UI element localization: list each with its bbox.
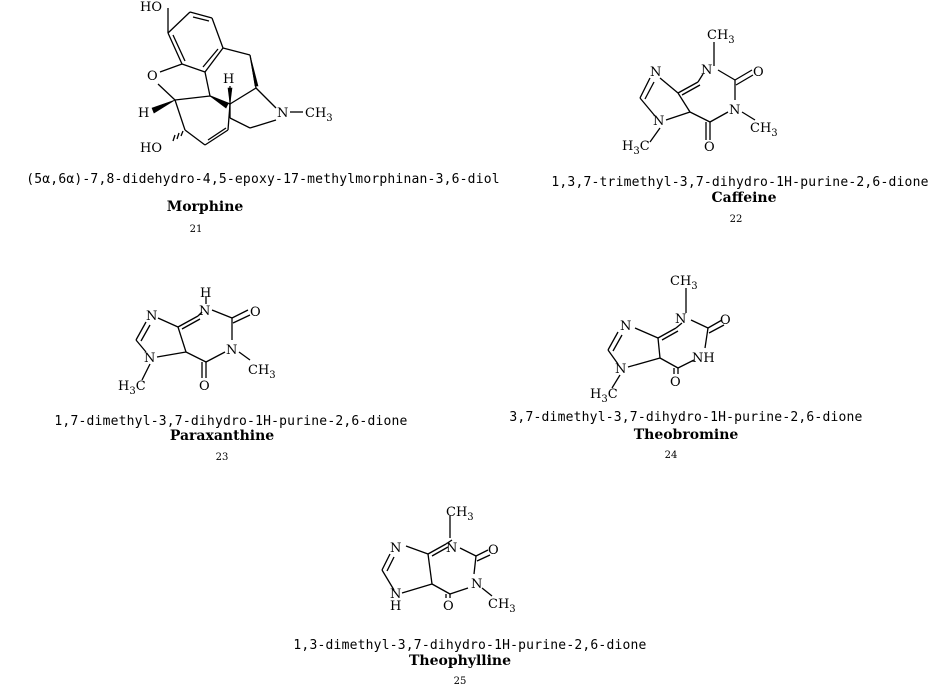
- theobromine-n3-label: N: [675, 312, 686, 327]
- caffeine-n3-methyl-label: CH3: [707, 28, 735, 46]
- morphine-oh-top-label: HO: [140, 0, 162, 15]
- paraxanthine-n7-methyl-label: H3C: [118, 379, 146, 397]
- morphine-iupac-name: (5α,6α)-7,8-didehydro-4,5-epoxy-17-methy…: [26, 172, 500, 187]
- morphine-h-left-label: H: [138, 106, 149, 121]
- theophylline-name: Theophylline: [409, 653, 511, 669]
- caffeine-name: Caffeine: [711, 190, 777, 206]
- morphine-oxygen-label: O: [147, 69, 158, 84]
- morphine-n-methyl-label: CH3: [305, 106, 333, 124]
- paraxanthine-number: 23: [215, 452, 229, 463]
- morphine-name: Morphine: [166, 199, 244, 215]
- theobromine-name: Theobromine: [633, 427, 739, 443]
- caffeine-n1-methyl-label: CH3: [750, 121, 778, 139]
- caffeine-o6-label: O: [704, 140, 715, 155]
- morphine-h-right-label: H: [223, 72, 234, 87]
- caffeine-structure: N CH3 O N CH3 O N N H3C: [622, 28, 778, 157]
- caffeine-n7-methyl-label: H3C: [622, 139, 650, 157]
- theophylline-structure: N CH3 O N CH3 O N N H: [381, 505, 516, 615]
- paraxanthine-o2-label: O: [250, 305, 261, 320]
- theobromine-o2-label: O: [720, 313, 731, 328]
- theophylline-iupac-name: 1,3-dimethyl-3,7-dihydro-1H-purine-2,6-d…: [293, 638, 647, 653]
- paraxanthine-n7-label: N: [144, 351, 155, 366]
- theophylline-n7-h-label: H: [390, 599, 401, 614]
- theophylline-o6-label: O: [443, 599, 454, 614]
- caffeine-n1-label: N: [729, 103, 740, 118]
- paraxanthine-n1-label: N: [226, 343, 237, 358]
- paraxanthine-name: Paraxanthine: [169, 428, 275, 444]
- theophylline-o2-label: O: [488, 543, 499, 558]
- morphine-number: 21: [189, 224, 203, 235]
- theophylline-n9-label: N: [390, 541, 401, 556]
- theobromine-number: 24: [664, 450, 678, 461]
- theophylline-n1-label: N: [471, 577, 482, 592]
- caffeine-n9-label: N: [650, 65, 661, 80]
- morphine-n-label: N: [277, 106, 288, 121]
- caffeine-n3-label: N: [701, 63, 712, 78]
- caffeine-n7-label: N: [653, 114, 664, 129]
- morphine-oh-bottom-label: HO: [140, 141, 162, 156]
- paraxanthine-n3-label: N: [199, 304, 210, 319]
- theobromine-iupac-name: 3,7-dimethyl-3,7-dihydro-1H-purine-2,6-d…: [509, 410, 863, 425]
- theophylline-number: 25: [453, 676, 467, 687]
- paraxanthine-n9-label: N: [146, 309, 157, 324]
- paraxanthine-n3-h-label: H: [200, 286, 211, 301]
- caffeine-iupac-name: 1,3,7-trimethyl-3,7-dihydro-1H-purine-2,…: [551, 175, 929, 190]
- theophylline-n3-methyl-label: CH3: [446, 505, 474, 523]
- caffeine-number: 22: [729, 214, 743, 225]
- paraxanthine-iupac-name: 1,7-dimethyl-3,7-dihydro-1H-purine-2,6-d…: [54, 414, 408, 429]
- theobromine-n1h-label: NH: [692, 351, 715, 366]
- theobromine-n7-label: N: [615, 362, 626, 377]
- paraxanthine-n1-methyl-label: CH3: [248, 363, 276, 381]
- theobromine-n7-methyl-label: H3C: [590, 387, 618, 405]
- paraxanthine-structure: N H O N CH3 O N N H3C: [118, 286, 276, 397]
- theobromine-n3-methyl-label: CH3: [670, 274, 698, 292]
- paraxanthine-o6-label: O: [199, 379, 210, 394]
- theobromine-structure: N CH3 O NH O N N H3C: [590, 274, 731, 405]
- caffeine-o2-label: O: [753, 65, 764, 80]
- theophylline-n3-label: N: [446, 541, 457, 556]
- theophylline-n1-methyl-label: CH3: [488, 597, 516, 615]
- theobromine-o6-label: O: [670, 375, 681, 390]
- theophylline-n7-label: N: [390, 587, 401, 602]
- theobromine-n9-label: N: [620, 319, 631, 334]
- morphine-structure: HO O H HO H N CH3: [138, 0, 333, 156]
